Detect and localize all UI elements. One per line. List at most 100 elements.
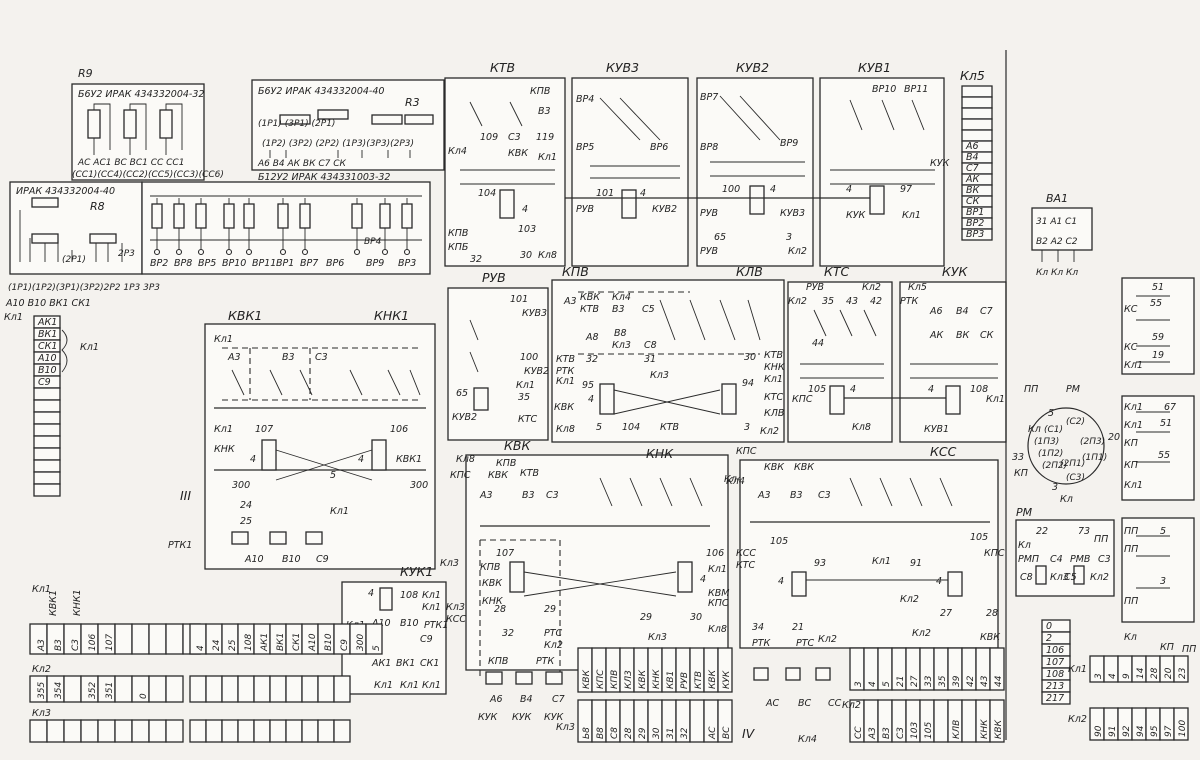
term-kl3x-cell — [269, 719, 287, 743]
term-col-cell — [1041, 691, 1071, 705]
ktv-kpv2: КПВ — [448, 228, 468, 239]
term-kl3-cell — [97, 719, 116, 743]
kuv3-vr4: ВР4 — [576, 94, 594, 105]
term-kl1b-cell-label: СК1 — [292, 633, 302, 651]
kl5-cell — [961, 118, 993, 131]
kps-a3: А3 — [479, 490, 493, 501]
pp-kl2: Кл — [1060, 494, 1073, 505]
term-kl3-cell — [131, 719, 150, 743]
term-kl1-cell-label: С3 — [71, 639, 81, 651]
rm2-22: 22 — [1036, 526, 1048, 537]
terminal-node — [403, 248, 411, 256]
r8-title: ИРАК 434332004-40 — [16, 186, 115, 197]
bus-line — [150, 195, 422, 241]
block-va1: ВА1 31 А1 С1 В2 А2 С2 Кл Кл Кл — [1031, 192, 1093, 278]
kl1col-cell — [33, 399, 61, 413]
kps-c7: С7 — [552, 694, 565, 705]
kuv2-ruv: РУВ — [700, 208, 718, 219]
term-kl1b-cell-label: 108 — [244, 634, 254, 651]
term-kl3top-cell-label: КПВ — [610, 670, 620, 689]
kps-107: 107 — [496, 548, 514, 559]
kuk-ak: АК — [929, 330, 944, 341]
rm2-73: 73 — [1078, 526, 1090, 537]
kuk-rtk: РТК — [900, 296, 920, 307]
kps-kpv: КПВ — [496, 458, 516, 469]
term-kl3top-cell — [717, 647, 733, 693]
kuk1-ak1: АК1 — [371, 658, 391, 669]
right-mid-55: 55 — [1158, 450, 1170, 461]
kuv3-vr5: ВР5 — [576, 142, 594, 153]
term-kl1b-cell-label: 24 — [212, 639, 222, 651]
pp-20: 20 — [1108, 432, 1120, 443]
term-kl2b-cell-label: 3 — [854, 681, 864, 687]
term-kl2x-cell — [189, 675, 207, 703]
kuv2-vr9: ВР9 — [780, 138, 798, 149]
vr-label: ВР3 — [398, 258, 416, 269]
rm2-c8: С8 — [1020, 572, 1033, 583]
kl1col-title: Кл1 — [4, 312, 23, 323]
term-kl3-title: Кл3 — [32, 708, 51, 719]
term-kl3x-cell — [301, 719, 319, 743]
term-kl4-cell-label: А3 — [868, 727, 878, 740]
kl1col-cell-label: ВК1 — [38, 329, 57, 340]
term-kl3-cell — [114, 719, 133, 743]
ktv-104: 104 — [478, 188, 496, 199]
kuv2-kuv3: КУВ3 — [780, 208, 805, 219]
kss-28: 28 — [986, 608, 998, 619]
term-kl3b-title: Кл3 — [556, 722, 575, 733]
knk-kl4: Кл4 — [724, 474, 743, 485]
kvk1-5: 5 — [330, 470, 336, 481]
kuv1-vr11: ВР11 — [904, 84, 928, 95]
knk1-106: 106 — [390, 424, 408, 435]
term-kl3x-cell — [205, 719, 223, 743]
term-kl3b-cell-label: Ь8 — [582, 727, 592, 739]
kuv2-vr8: ВР8 — [700, 142, 718, 153]
kts-kl8: Кл8 — [852, 422, 871, 433]
term-kl1-cell — [131, 623, 150, 655]
kps-kl3b: Кл3 — [446, 602, 465, 613]
ktv-kl1: Кл1 — [538, 152, 557, 163]
kl5-cell — [961, 107, 993, 120]
resistor-coil — [351, 203, 363, 229]
term-kl2-cell-label: 355 — [37, 682, 47, 699]
term-kl3-cell — [80, 719, 99, 743]
kpv-ktv: КТВ — [660, 422, 679, 433]
term-kl3-cell — [29, 719, 48, 743]
kps-kt8: КТВ — [520, 468, 539, 479]
right-ks: КС — [1124, 304, 1138, 315]
resistor-coil — [195, 203, 207, 229]
kps-28: 28 — [494, 604, 506, 615]
r8-extra: 2Р3 — [118, 249, 135, 259]
term-kl4-cell-label: КЛВ — [952, 720, 962, 739]
kuv2-kl2: Кл2 — [788, 246, 807, 257]
term-kl3x-cell — [221, 719, 239, 743]
vr-label: ВР7 — [300, 258, 318, 269]
kl5-title: Кл5 — [960, 68, 985, 83]
knk1-kvk1: КВК1 — [396, 454, 422, 465]
kpv-rtk: РТК — [556, 366, 576, 377]
kss-kl1: Кл1 — [872, 556, 891, 567]
right-19: 19 — [1152, 350, 1164, 361]
kpv-c5: С5 — [642, 304, 655, 315]
kps-kl3c: Кл3 — [648, 632, 667, 643]
term-kl2x-cell — [285, 675, 303, 703]
terminal-node — [175, 248, 183, 256]
kuk-kl5: Кл5 — [908, 282, 927, 293]
kps-kl2: Кл2 — [544, 640, 563, 651]
term-right-cell — [1173, 655, 1189, 683]
term-kl1-cell-label: 106 — [88, 634, 98, 651]
vr4-label: ВР4 — [364, 237, 382, 247]
klv-3: 3 — [744, 422, 750, 433]
kl1col-label: Кл1 — [80, 342, 99, 353]
pp-c2: (С2) — [1066, 417, 1085, 427]
klv-30: 30 — [744, 352, 756, 363]
term-kl3b-cell-label: 31 — [666, 728, 676, 739]
term-kl2-title: Кл2 — [32, 664, 51, 675]
term-kl2r-cell-label: 97 — [1164, 725, 1174, 737]
kss-kts: КТС — [736, 560, 756, 571]
kts-105: 105 — [808, 384, 826, 395]
kl5-cell-label: СК — [966, 196, 981, 207]
pp-21: (2П1) — [1060, 459, 1085, 469]
kl1col-cell-label: СК1 — [38, 341, 57, 352]
term-kl4-cell-label: 103 — [910, 722, 920, 739]
